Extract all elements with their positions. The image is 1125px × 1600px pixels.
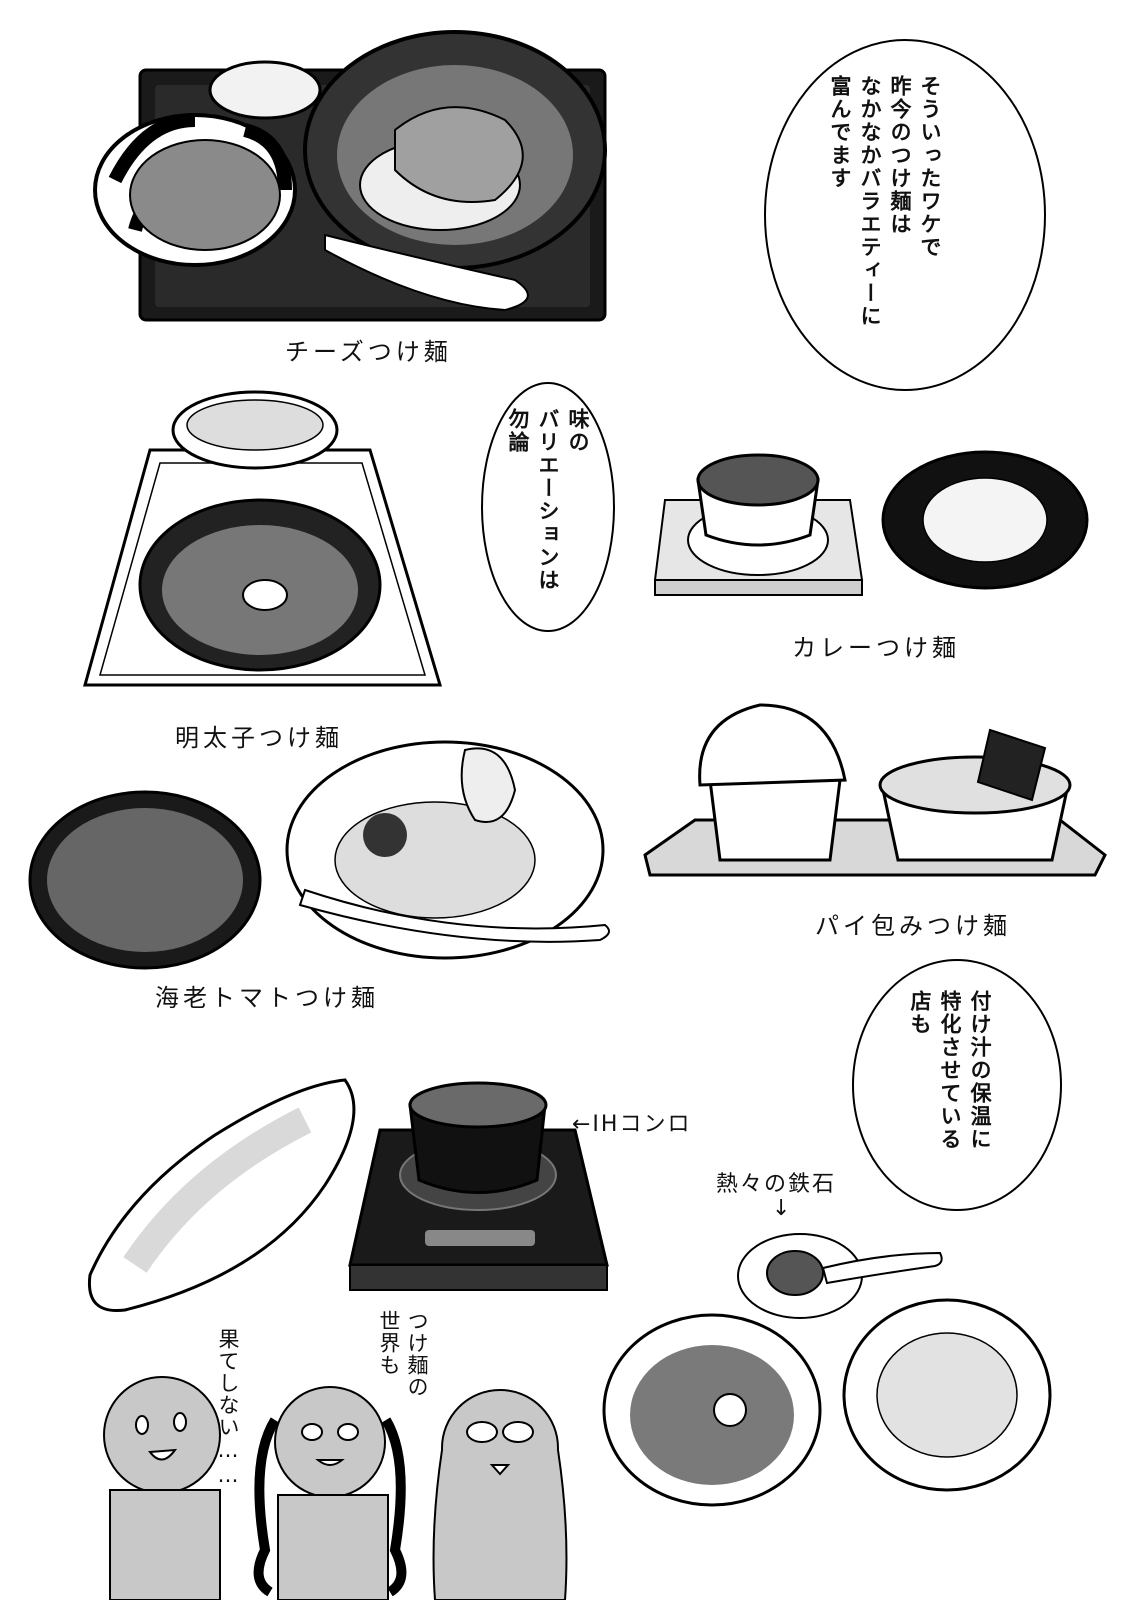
ih-stove-illustration [348, 1081, 609, 1291]
noodle-plate-illustration [87, 1078, 356, 1313]
speech-line: 世界も [377, 1310, 401, 1376]
bubble-line: なかなかバラエティーに [858, 75, 882, 328]
speech-line: つけ麺の [405, 1310, 429, 1398]
mentaiko-tsukemen-illustration [83, 390, 443, 687]
bubble-line: 店も [908, 990, 932, 1036]
bubble-line: 味の [566, 408, 590, 454]
ebi-tomato-tsukemen-illustration [28, 740, 610, 970]
bubble-line: 昨今のつけ麺は [888, 75, 912, 236]
noodle-bowl-illustration [842, 1298, 1052, 1492]
bubble-line: 富んでます [828, 75, 852, 190]
curry-tsukemen-illustration [653, 450, 1089, 596]
speech-bubble-variety [764, 39, 1046, 391]
bubble-line: 特化させている [938, 990, 962, 1151]
soup-bowl-illustration [602, 1313, 822, 1507]
speech-right-character: つけ麺の 世界も [375, 1310, 431, 1430]
caption-curry-tsukemen: カレーつけ麺 [792, 634, 960, 662]
speech-left-character: 果てしない…… [216, 1328, 240, 1488]
cheese-tsukemen-illustration [93, 30, 607, 322]
label-hot-stone: 熱々の鉄石 [716, 1172, 837, 1197]
characters-illustration [103, 1376, 568, 1600]
bubble-line: 勿論 [506, 408, 530, 454]
bubble-line: バリエーションは [536, 408, 560, 592]
label-ih-stove: ←IHコンロ [572, 1112, 692, 1137]
hot-stone-illustration [737, 1233, 943, 1319]
pie-tsukemen-illustration [643, 703, 1107, 877]
caption-pie-tsukemen: パイ包みつけ麺 [815, 912, 1011, 940]
caption-mentaiko-tsukemen: 明太子つけ麺 [175, 724, 343, 752]
speech-bubble-taste [481, 382, 615, 632]
caption-ebi-tomato-tsukemen: 海老トマトつけ麺 [155, 984, 379, 1012]
bubble-line: 付け汁の保温に [968, 990, 992, 1151]
bubble-text-variety: そういったワケで 昨今のつけ麺は なかなかバラエティーに 富んでます [825, 75, 945, 395]
speech-bubble-heat [852, 959, 1062, 1211]
bubble-text-taste: 味の バリエーションは 勿論 [503, 408, 593, 618]
bubble-text-heat: 付け汁の保温に 特化させている 店も [905, 990, 995, 1195]
bubble-line: そういったワケで [918, 75, 942, 259]
arrow-hot-stone: ↓ [772, 1196, 793, 1221]
caption-cheese-tsukemen: チーズつけ麺 [285, 338, 452, 366]
